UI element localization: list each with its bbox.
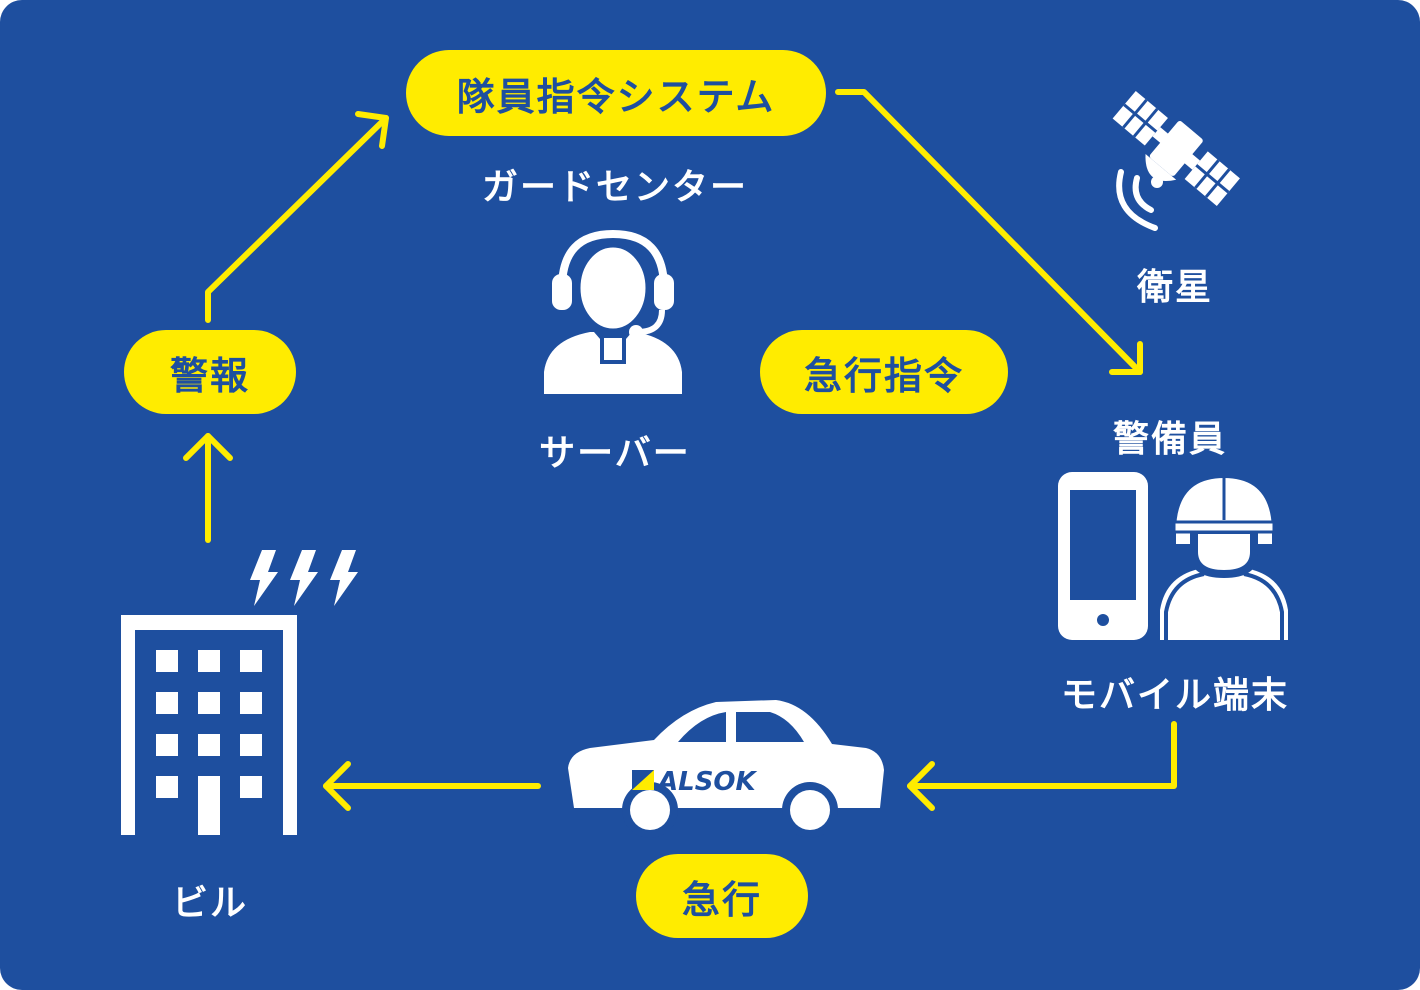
arrow-alarm-to-system bbox=[205, 115, 389, 323]
system-pill: 隊員指令システム bbox=[406, 50, 826, 136]
rush-pill-label: 急行 bbox=[681, 877, 762, 922]
lightning-icon bbox=[250, 550, 358, 606]
operator-icon bbox=[544, 229, 682, 394]
patrol-car-icon: ALSOK bbox=[568, 700, 884, 838]
rush-pill: 急行 bbox=[636, 854, 808, 938]
system-pill-label: 隊員指令システム bbox=[456, 74, 776, 119]
guard-label: 警備員 bbox=[1112, 419, 1227, 460]
smartphone-icon bbox=[1058, 472, 1148, 640]
alsok-logo-text: ALSOK bbox=[656, 767, 758, 797]
guard-center-label: ガードセンター bbox=[481, 167, 748, 208]
arrow-system-to-guard bbox=[835, 89, 1143, 375]
building-icon bbox=[121, 615, 297, 835]
alarm-pill-label: 警報 bbox=[169, 353, 250, 398]
satellite-label: 衛星 bbox=[1136, 267, 1213, 308]
server-label: サーバー bbox=[539, 433, 691, 474]
mobile-label: モバイル端末 bbox=[1060, 675, 1289, 716]
dispatch-order-pill-label: 急行指令 bbox=[803, 353, 964, 398]
arrow-mobile-to-car bbox=[907, 721, 1177, 789]
dispatch-order-pill: 急行指令 bbox=[760, 330, 1008, 414]
satellite-icon bbox=[1112, 90, 1240, 231]
building-label: ビル bbox=[171, 883, 248, 924]
alarm-pill: 警報 bbox=[124, 330, 296, 414]
guard-helmet-icon bbox=[1160, 478, 1288, 640]
